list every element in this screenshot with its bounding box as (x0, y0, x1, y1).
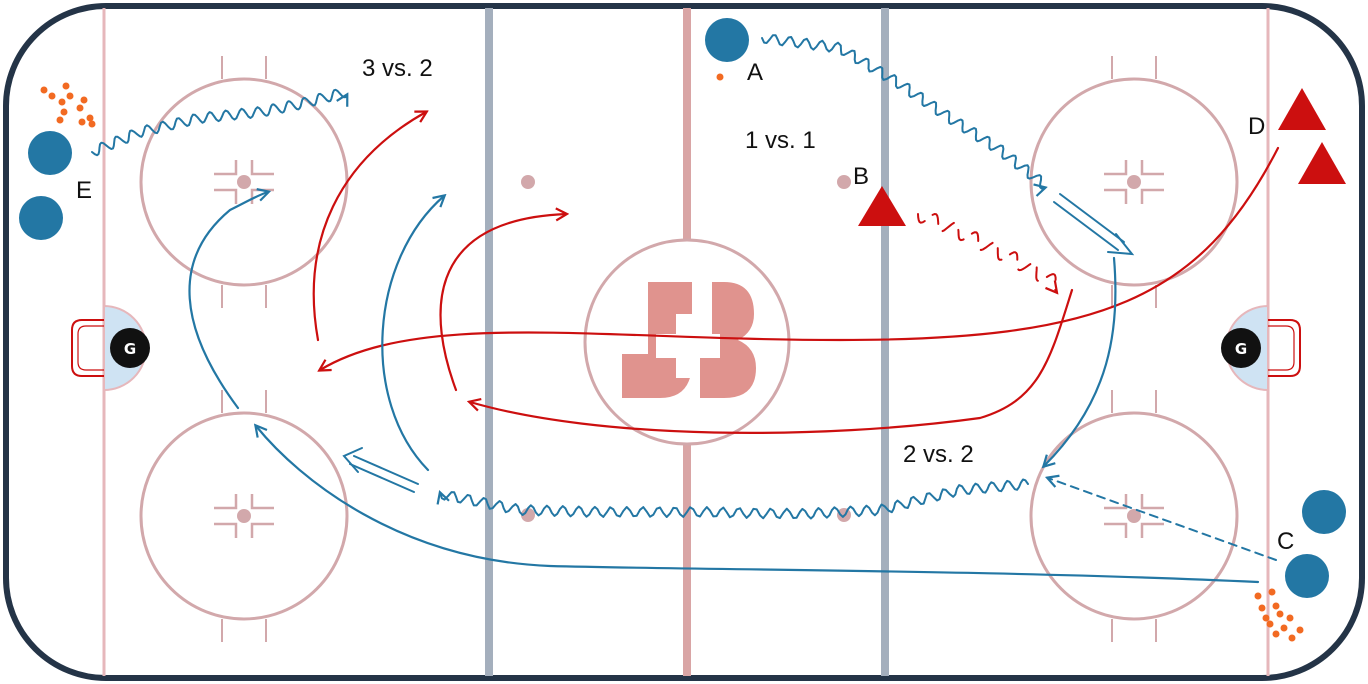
puck-piles (40, 73, 1304, 642)
red-team-players (858, 88, 1346, 226)
puck (716, 73, 724, 81)
wavy-path-bottom (440, 478, 1029, 520)
net-right (1268, 319, 1301, 377)
faceoff-l-marker (1104, 188, 1128, 204)
blue-pass-dashed (1048, 478, 1277, 561)
faceoff-l-marker (250, 160, 274, 176)
goalie-left-icon: G (110, 328, 150, 368)
puck (1266, 620, 1274, 628)
blue-double-line-left (342, 447, 419, 493)
player-e2-icon (19, 196, 63, 240)
blue-arrow-low-left (188, 192, 268, 410)
wavy-path-b (917, 213, 1056, 292)
blue-arrow-from-c (256, 426, 1260, 584)
blue-arrow-mid-left (381, 196, 444, 472)
goalie-left-label: G (124, 340, 136, 358)
label-player-d: D (1248, 113, 1265, 140)
faceoff-circle (139, 411, 349, 621)
puck (1288, 634, 1296, 642)
player-d2-icon (1298, 142, 1346, 184)
puck (1254, 592, 1262, 600)
label-2-vs-2: 2 vs. 2 (903, 441, 974, 468)
player-a-icon (705, 18, 749, 62)
faceoff-dot (1127, 509, 1141, 523)
net-left-inner (77, 325, 104, 371)
puck (62, 82, 70, 90)
puck (48, 92, 56, 100)
faceoff-l-marker (250, 522, 274, 538)
wavy-skate-paths (91, 34, 1056, 520)
drill-paths (91, 34, 1280, 584)
puck (1296, 626, 1304, 634)
faceoff-l-marker (1140, 494, 1164, 510)
faceoff-l-marker (250, 494, 274, 510)
faceoff-l-marker (1104, 160, 1128, 176)
puck (66, 92, 74, 100)
puck (76, 104, 84, 112)
puck (1276, 610, 1284, 618)
faceoff-l-marker (214, 188, 238, 204)
blue-arrow-right-down (1044, 256, 1117, 466)
puck (1272, 602, 1280, 610)
puck (80, 96, 88, 104)
label-player-a: A (747, 59, 763, 86)
faceoff-dot (237, 175, 251, 189)
wavy-path-a (761, 34, 1045, 188)
faceoff-circle (1029, 411, 1239, 621)
puck (1286, 614, 1294, 622)
faceoff-circles (139, 56, 1239, 642)
label-player-b: B (853, 163, 869, 190)
label-player-e: E (76, 177, 92, 204)
blue-double-line-right (1053, 193, 1135, 256)
label-player-c: C (1277, 528, 1294, 555)
puck (1258, 604, 1266, 612)
puck (56, 116, 64, 124)
player-c2-icon (1285, 554, 1329, 598)
puck (40, 86, 48, 94)
puck (60, 108, 68, 116)
label-3-vs-2: 3 vs. 2 (362, 55, 433, 82)
red-arrow-mid-turn (439, 214, 566, 392)
neutral-dot (521, 508, 535, 522)
faceoff-l-marker (214, 522, 238, 538)
blue-team-players (19, 18, 1346, 598)
player-e1-icon (28, 131, 72, 175)
faceoff-circle (1029, 77, 1239, 287)
goalie-right-icon: G (1221, 328, 1261, 368)
puck (1272, 630, 1280, 638)
puck (58, 98, 66, 106)
puck (1262, 614, 1270, 622)
player-b-icon (858, 186, 906, 226)
player-d1-icon (1278, 88, 1326, 130)
faceoff-l-marker (1104, 522, 1128, 538)
label-1-vs-1: 1 vs. 1 (745, 127, 816, 154)
faceoff-l-marker (1140, 522, 1164, 538)
faceoff-l-marker (214, 494, 238, 510)
neutral-dot (837, 175, 851, 189)
puck (86, 114, 94, 122)
red-arrow-from-b (470, 288, 1074, 435)
goalie-right-label: G (1235, 340, 1247, 358)
net-left (71, 319, 104, 377)
faceoff-dot (1127, 175, 1141, 189)
faceoff-l-marker (1140, 188, 1164, 204)
neutral-dot (521, 175, 535, 189)
faceoff-l-marker (214, 160, 238, 176)
red-arrow-left-turn (312, 112, 426, 342)
player-c1-icon (1302, 490, 1346, 534)
net-right-inner (1268, 325, 1295, 371)
puck (1268, 588, 1276, 596)
puck (88, 120, 96, 128)
puck (1280, 624, 1288, 632)
wavy-path-e (91, 88, 347, 157)
red-arrow-from-d (320, 146, 1280, 370)
faceoff-dot (237, 509, 251, 523)
faceoff-l-marker (1140, 160, 1164, 176)
faceoff-l-marker (1104, 494, 1128, 510)
puck (78, 118, 86, 126)
